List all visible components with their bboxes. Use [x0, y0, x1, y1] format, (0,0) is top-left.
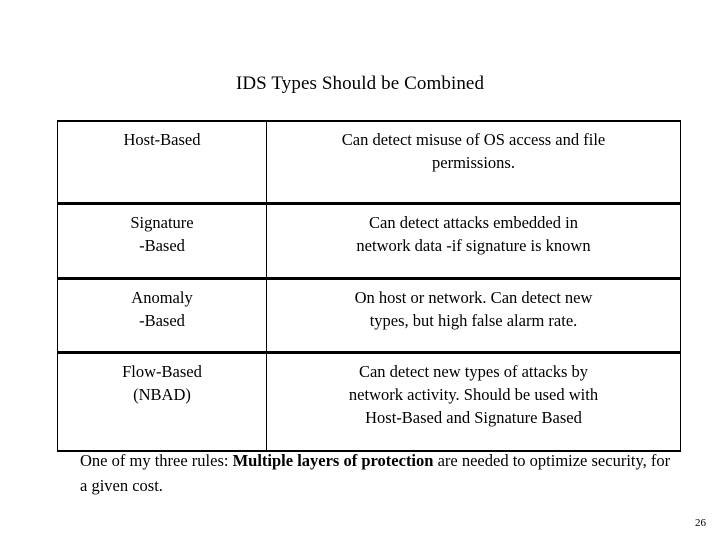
- table-cell-description: Can detect misuse of OS access and file …: [266, 120, 681, 204]
- type-label-line: -Based: [139, 236, 185, 255]
- table-row: Signature -Based Can detect attacks embe…: [57, 202, 681, 279]
- table-cell-description: On host or network. Can detect new types…: [266, 277, 681, 353]
- type-label-line: Signature: [130, 213, 194, 232]
- type-label-line: (NBAD): [133, 385, 191, 404]
- type-label-line: Host-Based: [123, 130, 201, 149]
- table-cell-description: Can detect new types of attacks by netwo…: [266, 351, 681, 452]
- table-cell-type: Flow-Based (NBAD): [57, 351, 267, 452]
- type-label-line: Flow-Based: [122, 362, 202, 381]
- description-line: network data -if signature is known: [356, 236, 591, 255]
- description-line: Can detect new types of attacks by: [358, 362, 589, 381]
- description-line: Host-Based and Signature Based: [365, 408, 582, 427]
- description-line: Can detect misuse of OS access and file: [341, 130, 606, 149]
- description-line: On host or network. Can detect new: [354, 288, 593, 307]
- table-cell-description: Can detect attacks embedded in network d…: [266, 202, 681, 279]
- footer-tail-text: are needed to optimize security, for a g…: [80, 451, 671, 495]
- table-row: Host-Based Can detect misuse of OS acces…: [57, 120, 681, 204]
- footer-lead-text: One of my three rules:: [80, 451, 233, 470]
- table-cell-type: Anomaly -Based: [57, 277, 267, 353]
- table-row: Anomaly -Based On host or network. Can d…: [57, 277, 681, 353]
- page-number: 26: [695, 517, 706, 529]
- description-line: types, but high false alarm rate.: [369, 311, 578, 330]
- description-line: Can detect attacks embedded in: [369, 213, 578, 232]
- page-title: IDS Types Should be Combined: [235, 73, 485, 94]
- type-label-line: -Based: [139, 311, 185, 330]
- table-row: Flow-Based (NBAD) Can detect new types o…: [57, 351, 681, 452]
- ids-types-table: Host-Based Can detect misuse of OS acces…: [57, 120, 681, 452]
- description-line: network activity. Should be used with: [348, 385, 599, 404]
- description-line: permissions.: [432, 153, 515, 172]
- type-label-line: Anomaly: [131, 288, 193, 307]
- table-cell-type: Host-Based: [57, 120, 267, 204]
- footer-note: One of my three rules: Multiple layers o…: [80, 448, 680, 498]
- footer-emphasis-text: Multiple layers of protection: [232, 451, 434, 470]
- table-cell-type: Signature -Based: [57, 202, 267, 279]
